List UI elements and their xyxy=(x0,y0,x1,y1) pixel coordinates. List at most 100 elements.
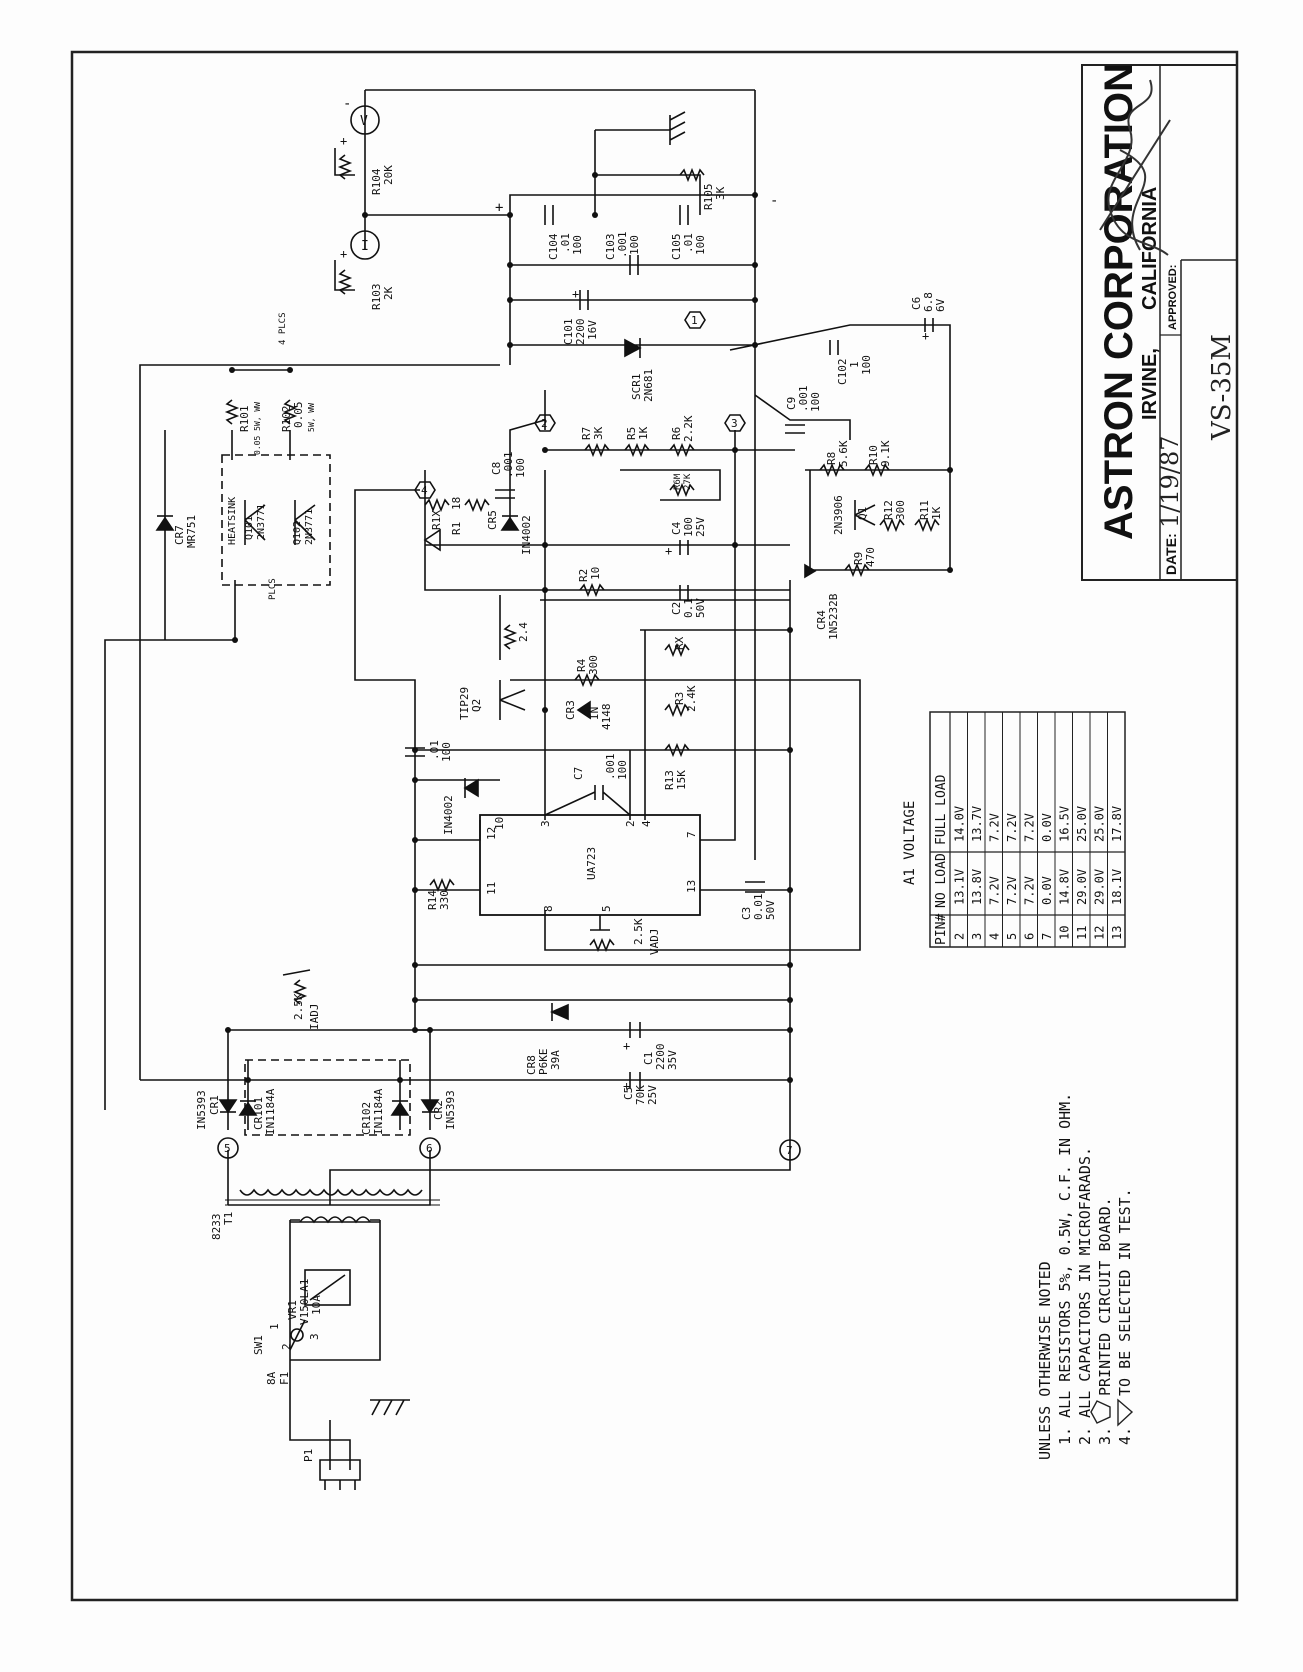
pin-6-marker xyxy=(419,1137,441,1159)
label-c9-v: 100 xyxy=(809,392,822,412)
label-cr2-part: IN5393 xyxy=(444,1090,457,1130)
q102-transistor-icon xyxy=(294,500,316,545)
r105-resistor-icon xyxy=(679,167,705,183)
notes-block: UNLESS OTHERWISE NOTED 1. ALL RESISTORS … xyxy=(1036,1093,1134,1460)
table-cell-no-load: 13.8V xyxy=(970,869,984,905)
label-ic-pin10: 10 xyxy=(493,817,506,830)
label-c103: C103 xyxy=(604,234,617,261)
table-cell-full-load: 17.8V xyxy=(1110,806,1124,842)
label-iadj-val: 2.5K xyxy=(292,993,305,1020)
cr7-diode-icon xyxy=(155,516,175,531)
plug-p1-symbol xyxy=(319,1459,361,1490)
label-c101-val: 2200 xyxy=(574,319,587,346)
label-c8: C8 xyxy=(490,462,503,475)
table-cell-no-load: 7.2V xyxy=(988,876,1002,905)
r5-resistor-icon xyxy=(624,442,650,458)
label-c102: C102 xyxy=(836,359,849,386)
q2-transistor-icon xyxy=(499,680,526,720)
label-iadj: IADJ xyxy=(308,1004,321,1031)
voltmeter-icon xyxy=(350,105,380,135)
label-r6m: R6M xyxy=(673,473,683,490)
date-value: 1/19/87 xyxy=(1156,435,1184,528)
c5-capacitor-icon xyxy=(629,1072,641,1088)
label-c2-v: 50V xyxy=(694,598,707,618)
sw1-switch-icon xyxy=(290,1328,304,1342)
select-in-test-triangle-icon xyxy=(1117,1398,1134,1427)
label-c4-val: 100 xyxy=(682,517,695,537)
scr1-thyristor-icon xyxy=(624,338,642,358)
c105-capacitor-icon xyxy=(679,205,689,225)
label-r4: R4 xyxy=(575,658,588,672)
label-voltmeter-plus: + xyxy=(340,134,347,148)
label-r6m-val: 27K xyxy=(683,473,693,490)
output-ground-icon xyxy=(669,111,686,145)
label-c1-v: 35V xyxy=(666,1050,679,1070)
table-title: A1 VOLTAGE xyxy=(902,801,918,885)
vadj-potentiometer-icon xyxy=(589,937,615,953)
label-c5-v: 25V xyxy=(646,1085,659,1105)
r13-resistor-icon xyxy=(664,742,690,758)
label-c4: C4 xyxy=(670,521,683,535)
c103-capacitor-icon xyxy=(629,255,639,275)
label-ic-pin2: 2 xyxy=(624,820,637,827)
table-cell-no-load: 14.8V xyxy=(1058,869,1072,905)
table-cell-pin: 12 xyxy=(1093,926,1107,940)
city: IRVINE, xyxy=(1139,348,1161,420)
label-r101: R101 xyxy=(238,406,251,433)
label-r102-w: 5W, WW xyxy=(307,403,316,432)
pin-2-marker xyxy=(534,414,556,432)
cr5-diode-icon xyxy=(500,516,520,531)
label-c5-plus: + xyxy=(623,1079,630,1093)
label-cr5: CR5 xyxy=(486,510,499,530)
label-plcs: PLCS xyxy=(268,578,278,600)
table-cell-full-load: 7.2V xyxy=(1005,813,1019,842)
label-c4-v: 25V xyxy=(694,517,707,537)
label-ic-pin4: 4 xyxy=(640,820,653,827)
table-cell-pin: 6 xyxy=(1023,933,1037,940)
iadj-potentiometer-icon xyxy=(292,979,308,1005)
label-c8-val: .001 xyxy=(502,452,515,479)
label-r2-val: 10 xyxy=(589,567,602,580)
label-r102: R102 xyxy=(280,406,293,433)
label-r10: R10 xyxy=(867,445,880,465)
label-ic-pin5: 5 xyxy=(600,905,613,912)
label-r1-val: 18 xyxy=(450,497,463,510)
label-c6-val: 6.8 xyxy=(922,292,935,312)
label-c6-plus: + xyxy=(922,329,929,343)
label-scr1: SCR1 xyxy=(630,374,643,401)
table-cell-pin: 4 xyxy=(988,933,1002,940)
label-c8-v: 100 xyxy=(514,458,527,478)
components xyxy=(155,105,940,1490)
pin-7-marker xyxy=(779,1139,801,1161)
model-number: VS-35M xyxy=(1207,334,1237,441)
label-c6-v: 6V xyxy=(934,298,947,312)
r-2-4-resistor-icon xyxy=(502,624,518,650)
note-4-text: TO BE SELECTED IN TEST. xyxy=(1116,1188,1134,1396)
r6m-resistor-icon xyxy=(669,482,695,498)
label-r8-val: 5.6K xyxy=(837,440,850,467)
label-r13-val: 15K xyxy=(675,770,688,790)
c4-capacitor-icon xyxy=(679,540,689,555)
label-q101: Q101 xyxy=(244,516,255,540)
label-pin3-hex: 3 xyxy=(731,417,738,430)
label-sw1-pin2: 2 xyxy=(280,1343,293,1350)
table-cell-no-load: 0.0V xyxy=(1040,876,1054,905)
label-pin7: 7 xyxy=(786,1144,793,1157)
c8-capacitor-icon xyxy=(495,489,515,499)
t1-primary-coil-icon xyxy=(299,1216,371,1224)
table-cell-full-load: 0.0V xyxy=(1040,813,1054,842)
label-q1: Q1 xyxy=(856,507,869,520)
c104-capacitor-icon xyxy=(544,205,554,225)
date-label: DATE: xyxy=(1163,533,1179,575)
vr1-varistor-icon xyxy=(304,1269,351,1306)
label-4-plcs: 4 PLCS xyxy=(278,312,288,345)
table-cell-pin: 13 xyxy=(1110,926,1124,940)
company-name: ASTRON CORPORATION xyxy=(1097,63,1141,540)
diode-module-outline xyxy=(244,1059,411,1136)
label-pin4-hex: 4 xyxy=(421,484,428,497)
label-c9-val: .001 xyxy=(797,386,810,413)
table-cell-no-load: 13.1V xyxy=(953,869,967,905)
label-r14-val: 330 xyxy=(438,890,451,910)
label-cr8: CR8 xyxy=(525,1055,538,1075)
